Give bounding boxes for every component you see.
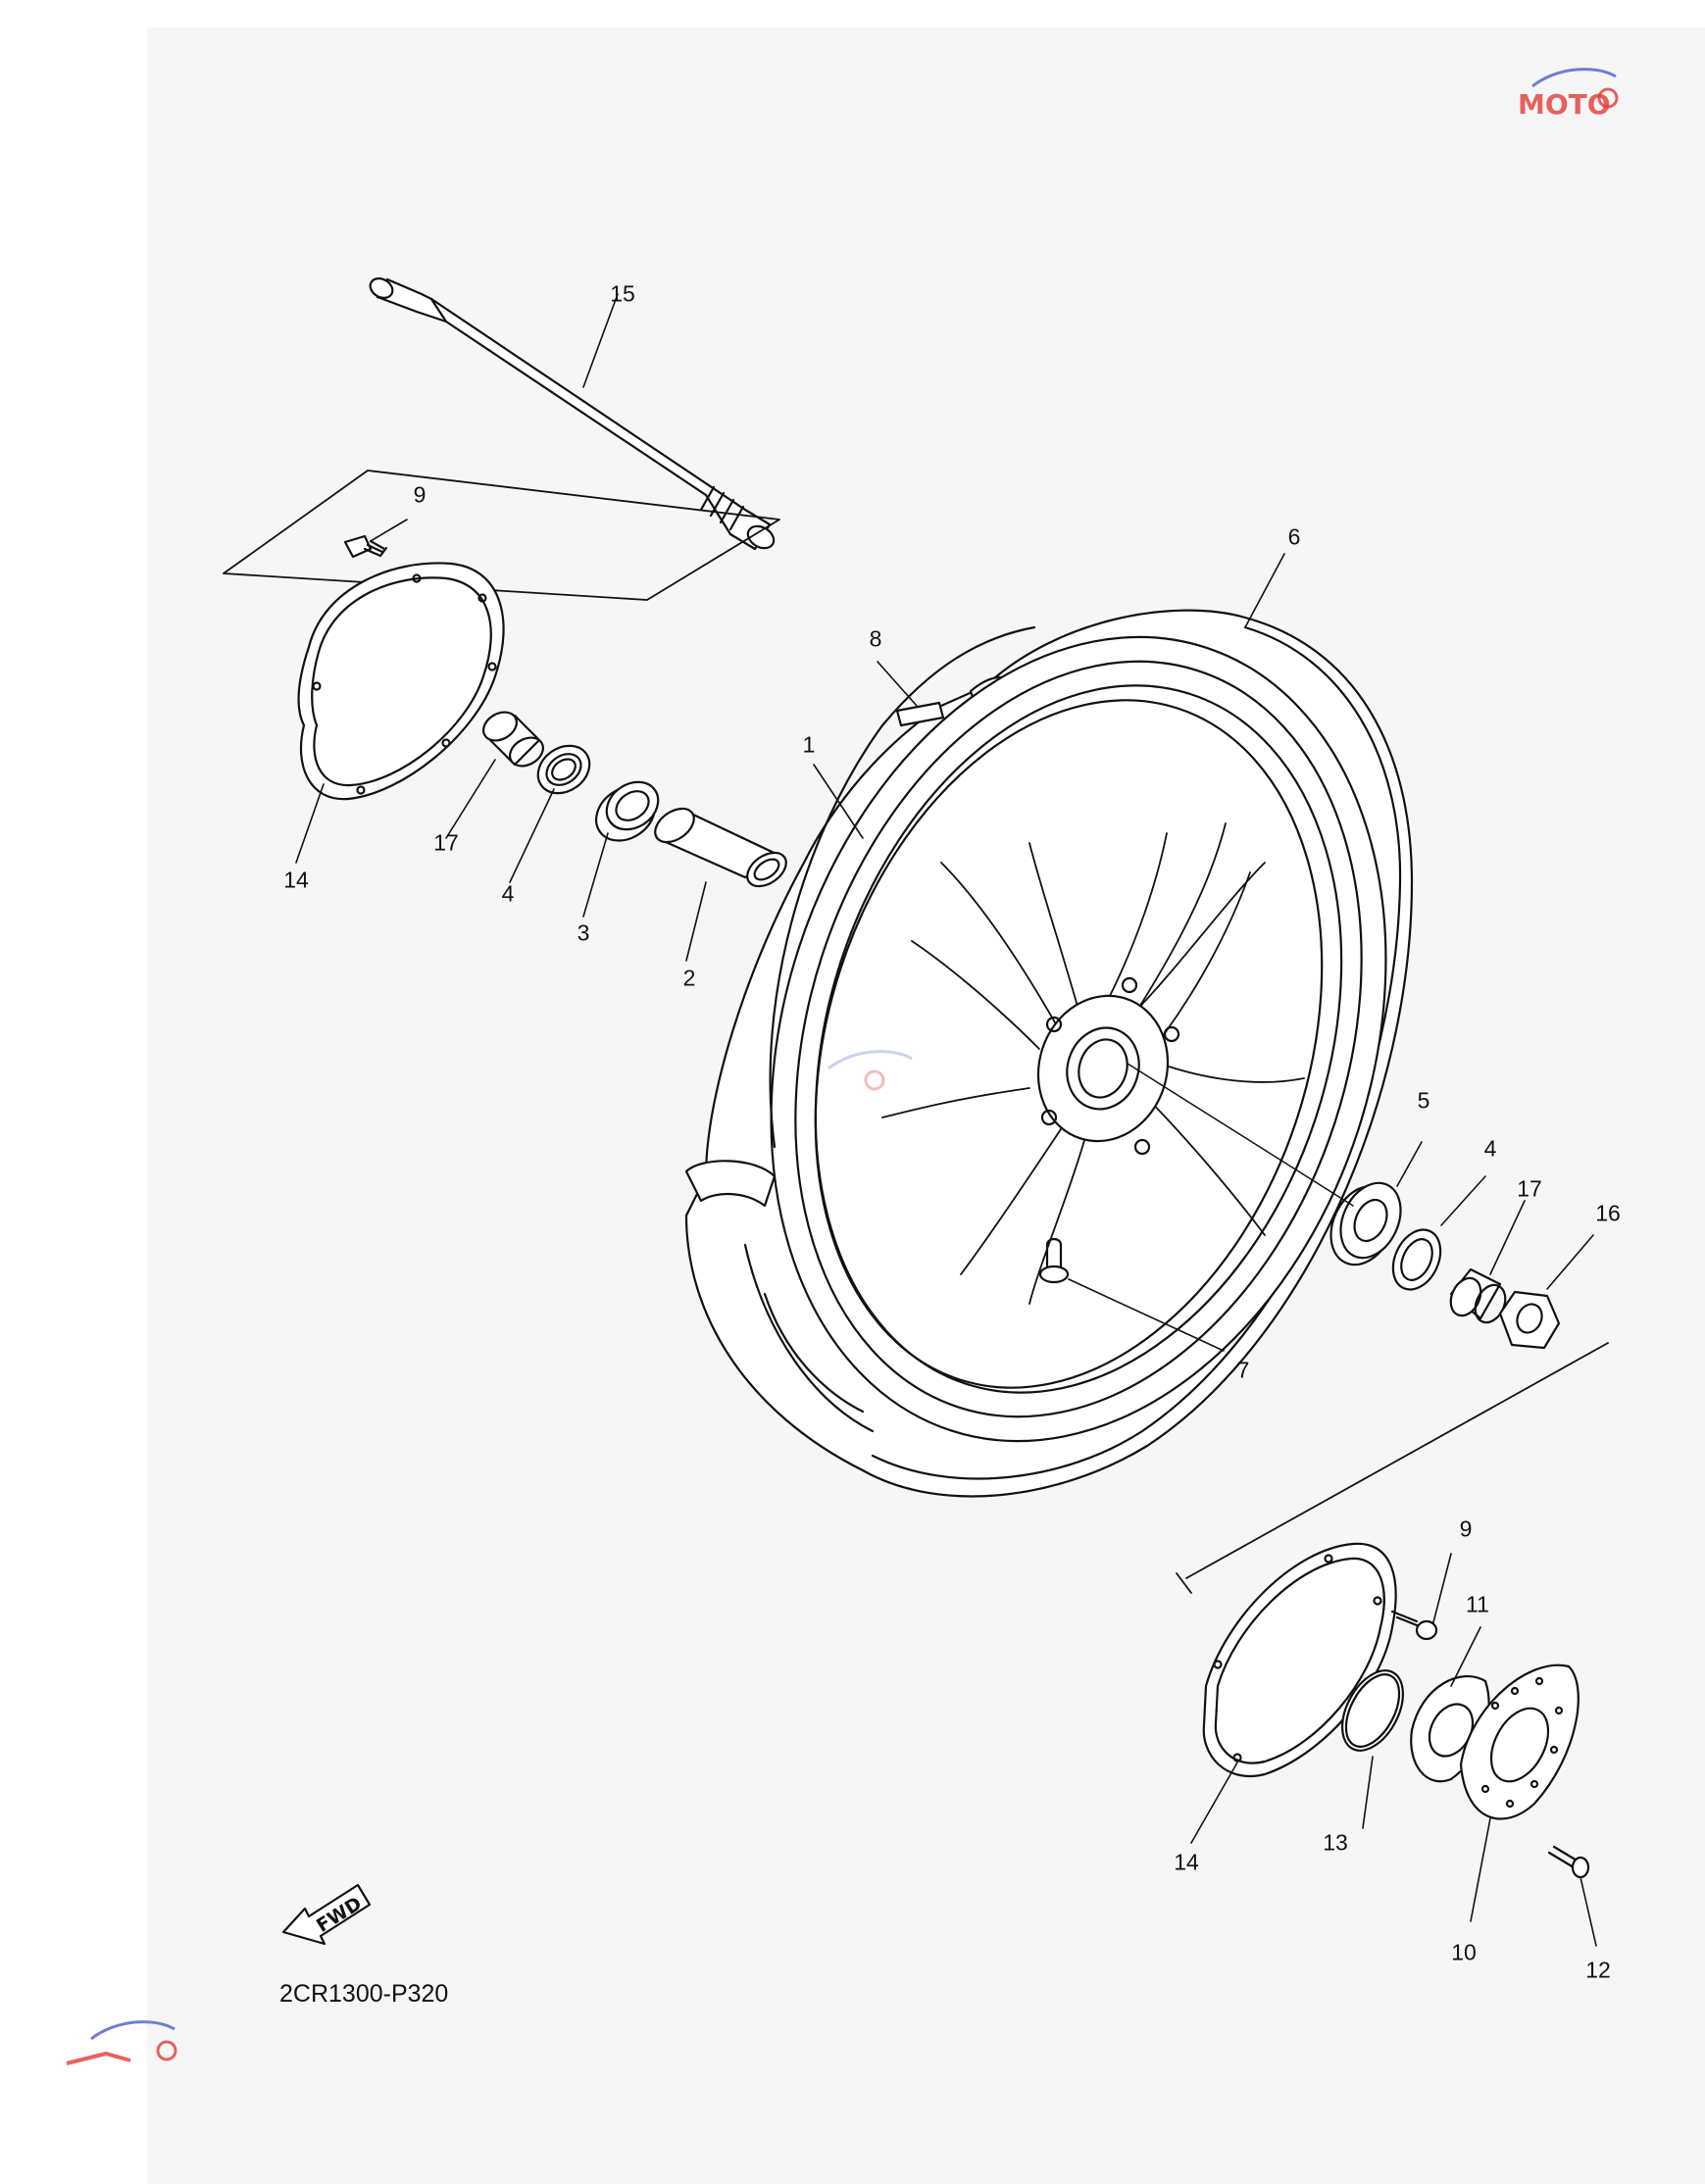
right-bearing-part	[1329, 1181, 1402, 1266]
callout-12: 12	[1585, 1957, 1611, 1983]
spacer-part	[654, 807, 787, 888]
right-gasket-part	[1202, 1542, 1397, 1777]
axle-part	[369, 277, 776, 551]
callout-2: 2	[682, 965, 696, 991]
left-oil-seal-part	[536, 744, 591, 795]
part-code: 2CR1300-P320	[279, 1980, 449, 2008]
lower-bolt-part	[1390, 1610, 1438, 1641]
callout-9-lower: 9	[1459, 1515, 1473, 1542]
o-ring-part	[1341, 1669, 1404, 1752]
watermark-text: MOTO	[1518, 88, 1611, 121]
callout-17-right: 17	[1517, 1175, 1542, 1202]
right-oil-seal-part	[1391, 1228, 1442, 1291]
left-bearing-part	[595, 780, 660, 842]
left-gasket-part	[297, 562, 505, 801]
callout-5: 5	[1417, 1087, 1430, 1114]
upper-bolt-part	[343, 534, 388, 559]
left-collar-part	[482, 711, 544, 768]
watermark-logo-bottom	[47, 2010, 194, 2078]
callout-14-right: 14	[1174, 1849, 1199, 1875]
callout-13: 13	[1323, 1829, 1348, 1856]
upper-assembly-frame	[223, 470, 780, 601]
callout-1: 1	[802, 731, 816, 758]
callout-4-left: 4	[501, 880, 515, 907]
callout-8: 8	[869, 625, 882, 652]
callout-9-upper: 9	[413, 481, 426, 508]
leader-lines	[295, 293, 1597, 1947]
callout-4-right: 4	[1483, 1135, 1497, 1162]
watermark-logo-middle	[784, 1039, 931, 1108]
callout-7: 7	[1236, 1357, 1250, 1383]
callout-6: 6	[1287, 523, 1301, 550]
balance-weight-part	[895, 701, 945, 727]
callout-3: 3	[577, 919, 590, 946]
lower-assembly-frame	[1176, 1342, 1609, 1594]
disc-part	[1459, 1663, 1580, 1820]
axle-nut-part	[1498, 1290, 1561, 1350]
forward-arrow-icon: FWD	[279, 1877, 377, 1948]
callout-16: 16	[1595, 1200, 1621, 1226]
hub-part	[1036, 976, 1180, 1156]
disc-bolt-part	[1547, 1845, 1590, 1879]
callout-14-left: 14	[283, 867, 309, 893]
watermark-logo-top: MOTO	[1488, 57, 1635, 125]
callout-11: 11	[1466, 1591, 1489, 1617]
valve-part	[1038, 1237, 1070, 1284]
callout-17-left: 17	[433, 829, 459, 856]
callout-15: 15	[610, 280, 635, 307]
callout-10: 10	[1451, 1939, 1477, 1965]
